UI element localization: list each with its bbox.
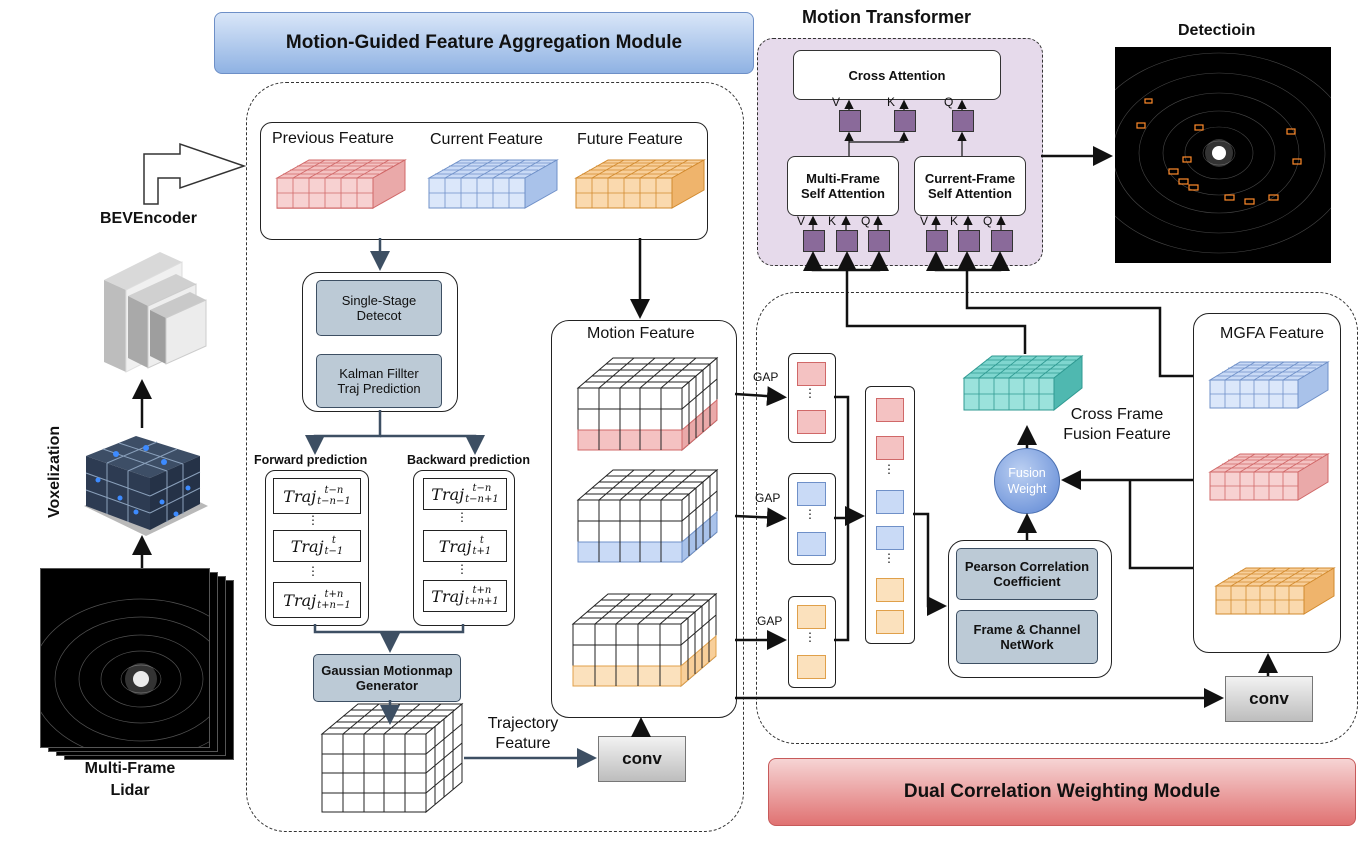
gap-cell-red-1: [797, 362, 826, 386]
concat-cell-red-2: [876, 436, 904, 460]
motion-feature-label: Motion Feature: [587, 325, 695, 342]
bev-encoder-label: BEVEncoder: [100, 210, 197, 227]
previous-feature-label: Previous Feature: [272, 130, 394, 147]
voxel-grid-icon: [84, 436, 208, 536]
token-mf-q: [868, 230, 890, 252]
motion-feature-cube-red-icon: [576, 356, 719, 452]
forward-prediction-label: Forward prediction: [254, 453, 368, 467]
current-feature-label: Current Feature: [430, 131, 543, 148]
outline-arrow-icon: [143, 142, 247, 205]
backward-prediction-label: Backward prediction: [407, 453, 530, 467]
gap-label-1: GAP: [753, 370, 779, 384]
gap-cell-red-2: [797, 410, 826, 434]
mgfa-feature-cube-blue-icon: [1208, 361, 1330, 409]
label-q-top: Q: [944, 95, 954, 109]
forward-ellipsis-2: ⋮: [307, 564, 319, 578]
conv-box-dcw: conv: [1225, 676, 1313, 722]
label-k-top: K: [887, 95, 896, 109]
voxelization-label: Voxelization: [46, 425, 63, 518]
gap-ellipsis-blue: ⋮: [804, 507, 816, 521]
trajectory-feature-cube-icon: [320, 702, 464, 814]
concatenated-vector: [865, 386, 915, 644]
previous-feature-cube-icon: [275, 159, 407, 209]
label-cf-k: K: [950, 214, 959, 228]
concat-cell-blue-2: [876, 526, 904, 550]
backward-ellipsis-2: ⋮: [456, 562, 468, 576]
cross-attention-box: Cross Attention: [793, 50, 1001, 100]
current-feature-cube-icon: [427, 159, 559, 209]
dcw-module-title: Dual Correlation Weighting Module: [768, 758, 1356, 826]
gap-ellipsis-orange: ⋮: [804, 630, 816, 644]
label-cf-v: V: [920, 214, 929, 228]
label-mf-k: K: [828, 214, 837, 228]
mgfa-feature-cube-orange-icon: [1214, 567, 1336, 615]
detection-title: Detectioin: [1178, 22, 1256, 39]
token-mf-k: [836, 230, 858, 252]
concat-ellipsis: ⋮: [883, 462, 895, 476]
future-feature-label: Future Feature: [577, 131, 683, 148]
concat-ellipsis-2: ⋮: [883, 551, 895, 565]
concat-cell-orange-2: [876, 610, 904, 634]
token-cf-k: [958, 230, 980, 252]
label-mf-v: V: [797, 214, 806, 228]
bev-encoder-blocks-icon: [104, 252, 207, 373]
label-mf-q: Q: [861, 214, 871, 228]
gap-ellipsis-red: ⋮: [804, 386, 816, 400]
token-k-top: [894, 110, 916, 132]
detection-result-image: [1115, 47, 1331, 263]
token-q-top: [952, 110, 974, 132]
gap-label-2: GAP: [755, 491, 781, 505]
concat-cell-red-1: [876, 398, 904, 422]
backward-ellipsis-1: ⋮: [456, 510, 468, 524]
label-v-top: V: [832, 95, 841, 109]
mgfa-region: [246, 82, 744, 832]
motion-feature-cube-blue-icon: [576, 468, 719, 564]
mgfa-module-title: Motion-Guided Feature Aggregation Module: [214, 12, 754, 74]
future-feature-cube-icon: [574, 159, 706, 209]
mgfa-feature-label: MGFA Feature: [1220, 325, 1325, 342]
multi-frame-lidar-images: [40, 568, 240, 760]
motion-transformer-title: Motion Transformer: [802, 7, 972, 27]
forward-ellipsis-1: ⋮: [307, 513, 319, 527]
gap-cell-orange-1: [797, 605, 826, 629]
token-cf-q: [991, 230, 1013, 252]
token-mf-v: [803, 230, 825, 252]
conv-box-mgfa: conv: [598, 736, 686, 782]
gap-cell-blue-1: [797, 482, 826, 506]
token-v-top: [839, 110, 861, 132]
motion-feature-cube-orange-icon: [571, 592, 718, 688]
gap-cell-blue-2: [797, 532, 826, 556]
mgfa-feature-cube-red-icon: [1208, 453, 1330, 501]
label-cf-q: Q: [983, 214, 993, 228]
gap-label-3: GAP: [757, 614, 783, 628]
concat-cell-orange-1: [876, 578, 904, 602]
token-cf-v: [926, 230, 948, 252]
concat-cell-blue-1: [876, 490, 904, 514]
gap-cell-orange-2: [797, 655, 826, 679]
